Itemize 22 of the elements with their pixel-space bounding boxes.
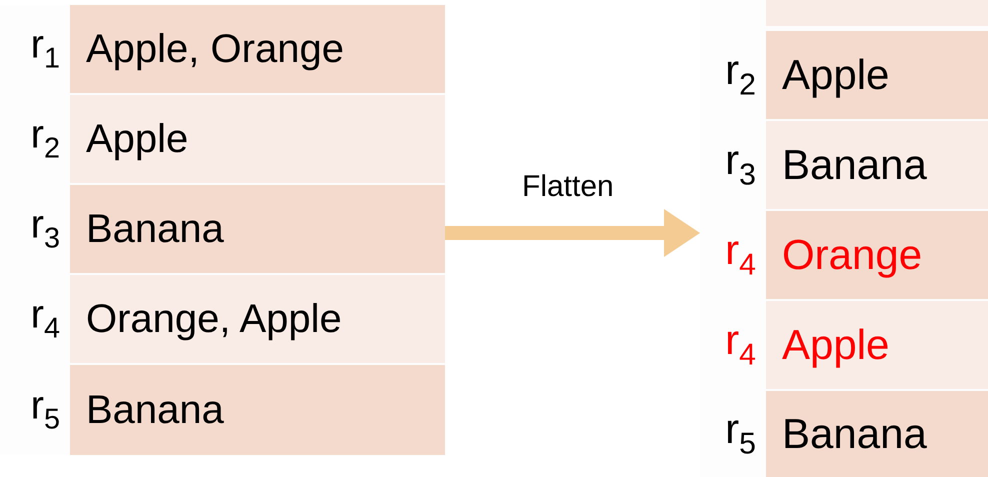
cell-text: Banana <box>782 410 927 458</box>
edge-label: Flatten <box>522 170 614 204</box>
row-label: r$_{2}$ <box>30 114 60 164</box>
row-label: r$_{4}$ <box>30 294 60 344</box>
row-label: r$_{4}$ <box>725 229 756 281</box>
cell-text: Orange <box>782 231 922 279</box>
cell-text: Apple, Orange <box>86 26 344 72</box>
arrow <box>445 209 700 257</box>
cell-text: Apple <box>782 321 890 369</box>
row-label: r$_{2}$ <box>725 49 756 101</box>
cell-text: Banana <box>86 206 224 252</box>
row-label: r$_{3}$ <box>725 139 756 191</box>
row-label: r$_{4}$ <box>725 319 756 371</box>
row-label: r$_{5}$ <box>30 386 60 434</box>
cell-text: Banana <box>782 141 927 189</box>
cell-text: Banana <box>86 388 224 432</box>
row-label: r$_{1}$ <box>30 24 60 74</box>
cell-text: Apple <box>782 51 890 99</box>
row-label: r$_{5}$ <box>725 408 756 460</box>
cell-text: Orange, Apple <box>86 296 342 342</box>
cell-text: Apple <box>86 116 188 162</box>
row-label: r$_{3}$ <box>30 204 60 254</box>
